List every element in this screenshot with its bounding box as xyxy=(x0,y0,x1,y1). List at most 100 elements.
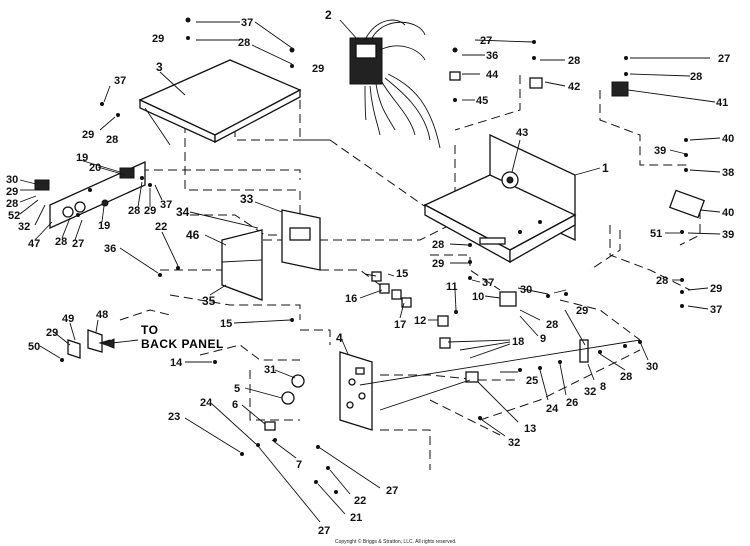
knobs xyxy=(264,374,305,431)
callout-52: 52 xyxy=(8,210,20,222)
callout-35: 35 xyxy=(202,294,216,308)
callout-3: 3 xyxy=(156,60,163,74)
callout-12: 12 xyxy=(414,315,426,327)
control-plate xyxy=(339,351,373,431)
callout-23: 23 xyxy=(168,411,180,423)
callout-32b: 32 xyxy=(584,386,596,398)
switch-components xyxy=(359,291,641,411)
callout-8: 8 xyxy=(600,381,606,393)
callout-29g: 29 xyxy=(432,258,444,270)
callout-31: 31 xyxy=(264,364,276,376)
callout-21: 21 xyxy=(350,512,362,524)
callout-45: 45 xyxy=(476,95,488,107)
callout-25: 25 xyxy=(526,375,538,387)
callout-29i: 29 xyxy=(46,327,58,339)
callout-4: 4 xyxy=(336,331,343,345)
callout-19a: 19 xyxy=(76,152,88,164)
callout-37d: 37 xyxy=(710,304,722,316)
callout-28c: 28 xyxy=(6,198,18,210)
callout-24b: 24 xyxy=(546,403,559,415)
callout-9: 9 xyxy=(540,333,546,345)
callout-47: 47 xyxy=(28,238,40,250)
callout-37c: 37 xyxy=(160,199,172,211)
note-line-to: TO xyxy=(141,323,158,337)
callout-labels: 2 37 29 28 29 3 37 29 28 19 20 30 29 28 … xyxy=(6,8,734,537)
callout-2: 2 xyxy=(325,8,332,22)
callout-34: 34 xyxy=(176,205,190,219)
callout-5: 5 xyxy=(234,383,240,395)
callout-32c: 32 xyxy=(508,437,520,449)
callout-40a: 40 xyxy=(722,133,734,145)
callout-1: 1 xyxy=(602,161,609,175)
callout-29h: 29 xyxy=(576,305,588,317)
callout-28k: 28 xyxy=(620,371,632,383)
callout-28j: 28 xyxy=(546,319,558,331)
callout-37e: 37 xyxy=(482,277,494,289)
callout-27b: 27 xyxy=(480,35,492,47)
callout-40b: 40 xyxy=(722,207,734,219)
callout-51: 51 xyxy=(650,228,662,240)
callout-27e: 27 xyxy=(318,525,330,537)
wiring-harness xyxy=(349,19,441,149)
callout-28h: 28 xyxy=(656,275,668,287)
callout-49: 49 xyxy=(62,313,74,325)
callout-29b: 29 xyxy=(312,63,324,75)
callout-33: 33 xyxy=(240,192,254,206)
callout-28e: 28 xyxy=(128,205,140,217)
callout-28d: 28 xyxy=(55,236,67,248)
callout-39b: 39 xyxy=(722,229,734,241)
callout-7: 7 xyxy=(296,459,302,471)
callout-26: 26 xyxy=(566,397,578,409)
callout-32a: 32 xyxy=(18,221,30,233)
callout-16: 16 xyxy=(345,293,357,305)
callout-29c: 29 xyxy=(82,129,94,141)
callout-20: 20 xyxy=(89,162,101,174)
callout-43: 43 xyxy=(516,127,528,139)
callout-30a: 30 xyxy=(6,174,18,186)
callout-28f: 28 xyxy=(568,55,580,67)
back-panel-arrow xyxy=(102,338,139,349)
callout-11: 11 xyxy=(446,281,458,293)
fasteners xyxy=(60,17,688,494)
leader-lines xyxy=(19,19,721,523)
callout-24a: 24 xyxy=(200,397,213,409)
callout-29a: 29 xyxy=(152,33,164,45)
callout-46: 46 xyxy=(186,228,200,242)
note-line-back-panel: BACK PANEL xyxy=(141,337,224,351)
callout-29d: 29 xyxy=(6,186,18,198)
callout-30b: 30 xyxy=(520,284,532,296)
callout-28a: 28 xyxy=(238,37,250,49)
callout-14: 14 xyxy=(170,357,183,369)
callout-22b: 22 xyxy=(354,495,366,507)
callout-6: 6 xyxy=(232,399,238,411)
callout-27d: 27 xyxy=(386,485,398,497)
callout-10: 10 xyxy=(472,291,484,303)
callout-15b: 15 xyxy=(220,318,232,330)
copyright-text: Copyright © Briggs & Stratton, LLC. All … xyxy=(335,538,457,545)
hardware-clips xyxy=(371,271,412,308)
callout-38: 38 xyxy=(722,167,734,179)
callout-42: 42 xyxy=(568,81,580,93)
callout-37b: 37 xyxy=(114,75,126,87)
callout-15a: 15 xyxy=(396,268,408,280)
callout-27a: 27 xyxy=(72,238,84,250)
callout-22a: 22 xyxy=(155,221,167,233)
mid-panels xyxy=(221,209,321,301)
callout-36a: 36 xyxy=(104,243,116,255)
callout-30c: 30 xyxy=(646,361,658,373)
callout-36b: 36 xyxy=(486,50,498,62)
callout-48: 48 xyxy=(96,309,108,321)
callout-39a: 39 xyxy=(654,145,666,157)
side-panel xyxy=(34,160,146,230)
callout-28b: 28 xyxy=(106,134,118,146)
callout-44: 44 xyxy=(486,69,499,81)
callout-50: 50 xyxy=(28,341,40,353)
callout-41: 41 xyxy=(716,97,728,109)
small-components xyxy=(449,71,706,219)
callout-13: 13 xyxy=(524,423,536,435)
callout-28i: 28 xyxy=(432,239,444,251)
callout-29f: 29 xyxy=(710,283,722,295)
callout-37a: 37 xyxy=(241,17,253,29)
callout-18: 18 xyxy=(512,336,524,348)
